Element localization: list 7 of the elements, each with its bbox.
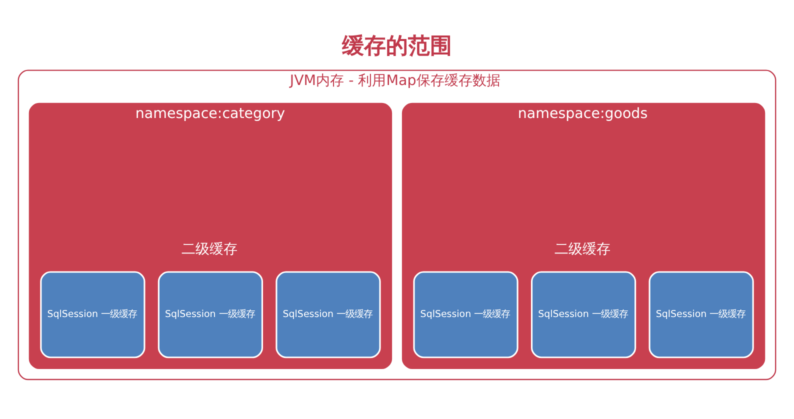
node-box: SqlSession 一级缓存: [413, 271, 518, 358]
node-box: SqlSession 一级缓存: [530, 271, 636, 358]
diagram-title: 缓存的范围: [342, 33, 452, 60]
node-box: SqlSession 一级缓存: [648, 271, 754, 358]
node-box: SqlSession 一级缓存: [40, 271, 146, 358]
node-box: SqlSession 一级缓存: [276, 271, 381, 358]
node-box: SqlSession 一级缓存: [158, 271, 264, 358]
